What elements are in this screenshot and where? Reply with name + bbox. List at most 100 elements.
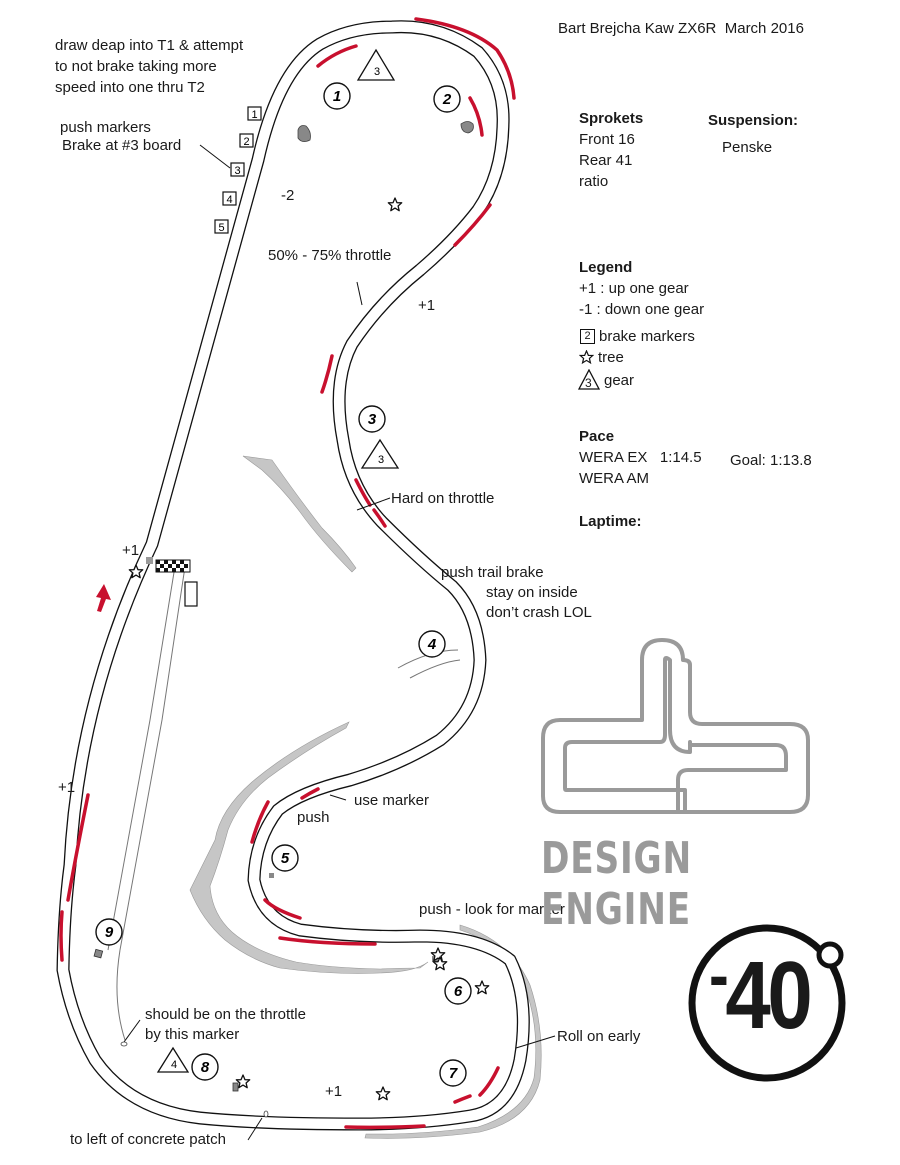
note-plus-one-a: +1 <box>418 297 436 314</box>
tree-icon <box>375 1086 391 1101</box>
design-engine-wordmark: DESIGN ENGINE <box>541 833 693 935</box>
note-push: push <box>297 809 330 826</box>
note-should-throttle-1: should be on the throttle <box>145 1006 306 1023</box>
legend-tree-label: tree <box>598 349 624 366</box>
brake-board-2: 2 <box>239 133 254 148</box>
tree-icon <box>579 350 594 365</box>
note-plus-one-c: +1 <box>325 1083 343 1100</box>
legend-gear-row: 3 gear <box>578 369 634 391</box>
tree-icon <box>474 980 490 995</box>
gear-triangle-icon: 4 <box>156 1046 190 1073</box>
turn-7-marker: 7 <box>439 1059 467 1087</box>
brake-board-3: 3 <box>230 162 245 177</box>
turn-5-label: 5 <box>281 850 290 867</box>
svg-text:4: 4 <box>171 1059 177 1071</box>
turn-numbers: 1 2 3 4 5 6 7 8 9 <box>95 82 472 1087</box>
tree-icon <box>128 564 144 579</box>
suspension-value: Penske <box>722 139 773 156</box>
note-roll-on: Roll on early <box>557 1028 641 1045</box>
turn-4-label: 4 <box>427 636 437 653</box>
pace-wera-am: WERA AM <box>579 470 650 487</box>
curbing <box>59 17 516 1130</box>
note-t1-line2: to not brake taking more <box>55 58 217 75</box>
legend-up: +1 : up one gear <box>579 280 689 297</box>
gear-triangles: 3 3 4 <box>156 48 400 1073</box>
note-brake-board: Brake at #3 board <box>62 137 182 154</box>
gear-triangle-icon: 3 <box>360 438 400 469</box>
turn-1-marker: 1 <box>323 82 351 110</box>
note-t1-line1: draw deap into T1 & attempt <box>55 37 244 54</box>
turn-1-label: 1 <box>333 88 341 105</box>
note-hard-throttle: Hard on throttle <box>391 490 495 507</box>
note-push-look: push - look for marker <box>419 901 565 918</box>
svg-text:4: 4 <box>226 194 232 206</box>
legend-brake-label: brake markers <box>599 328 695 345</box>
brake-board-1: 1 <box>247 106 262 121</box>
brake-boards: 1 2 3 4 5 <box>214 106 262 234</box>
note-should-throttle-2: by this marker <box>145 1026 240 1043</box>
note-dont-crash: don’t crash LOL <box>486 604 592 621</box>
brake-board-4: 4 <box>222 191 237 206</box>
turn-2-label: 2 <box>442 91 452 108</box>
svg-text:2: 2 <box>243 136 249 148</box>
brake-board-icon: 2 <box>580 329 595 344</box>
laptime-heading: Laptime: <box>579 513 642 530</box>
legend-heading: Legend <box>579 259 633 276</box>
legend-gear-label: gear <box>604 371 635 389</box>
turn-8-label: 8 <box>201 1059 210 1076</box>
gear-triangle-icon: 3 <box>356 48 396 81</box>
turn-3-marker: 3 <box>358 405 386 433</box>
sprockets-heading: Sprokets <box>579 110 644 127</box>
runoff-areas <box>189 455 542 1139</box>
note-leaders <box>123 144 556 1141</box>
svg-text:3: 3 <box>234 165 240 177</box>
tree-icon <box>387 197 403 212</box>
badge-minus: - <box>709 936 729 1014</box>
svg-text:3: 3 <box>374 66 380 78</box>
tree-icons <box>128 197 490 1101</box>
turn-9-marker: 9 <box>95 918 123 946</box>
badge-40-number: -40 <box>709 936 813 1049</box>
svg-text:3: 3 <box>378 454 384 466</box>
turn-2-marker: 2 <box>433 85 461 113</box>
design-engine-logo-mark <box>541 638 810 814</box>
turn-5-marker: 5 <box>271 844 299 872</box>
note-throttle-pct: 50% - 75% throttle <box>268 247 392 264</box>
pace-wera-ex: WERA EX 1:14.5 <box>579 449 702 466</box>
turn-7-label: 7 <box>449 1065 458 1082</box>
svg-text:5: 5 <box>218 222 224 234</box>
note-down-two: -2 <box>281 187 295 204</box>
start-finish-line <box>146 557 198 607</box>
turn-4-marker: 4 <box>418 630 446 658</box>
note-t1-line3: speed into one thru T2 <box>55 79 205 96</box>
brake-board-5: 5 <box>214 219 229 234</box>
note-stay-inside: stay on inside <box>486 584 578 601</box>
legend-tree-row: tree <box>579 349 624 366</box>
sprocket-front: Front 16 <box>579 131 635 148</box>
turn-8-marker: 8 <box>191 1053 219 1081</box>
badge-40 <box>688 924 846 1082</box>
note-push-markers: push markers <box>60 119 151 136</box>
svg-text:1: 1 <box>251 109 257 121</box>
turn-6-marker: 6 <box>444 977 472 1005</box>
turn-3-label: 3 <box>368 411 377 428</box>
tree-icon <box>432 956 448 971</box>
note-concrete: to left of concrete patch <box>70 1131 226 1148</box>
tree-icon <box>430 947 446 962</box>
pace-goal: Goal: 1:13.8 <box>730 452 812 469</box>
note-trail-brake: push trail brake <box>441 564 544 581</box>
turn-9-label: 9 <box>105 924 114 941</box>
gear-triangle-icon: 3 <box>578 369 600 391</box>
legend-down: -1 : down one gear <box>579 301 705 318</box>
suspension-heading: Suspension: <box>708 112 799 129</box>
note-plus-one-start: +1 <box>122 542 140 559</box>
turn-6-label: 6 <box>454 983 463 1000</box>
sprocket-rear: Rear 41 <box>579 152 633 169</box>
note-use-marker: use marker <box>354 792 430 809</box>
sprocket-ratio: ratio <box>579 173 609 190</box>
tree-icon <box>235 1074 251 1089</box>
header-title: Bart Brejcha Kaw ZX6R March 2016 <box>558 20 804 37</box>
direction-arrow-icon <box>96 584 111 612</box>
track-surface <box>57 21 529 1130</box>
